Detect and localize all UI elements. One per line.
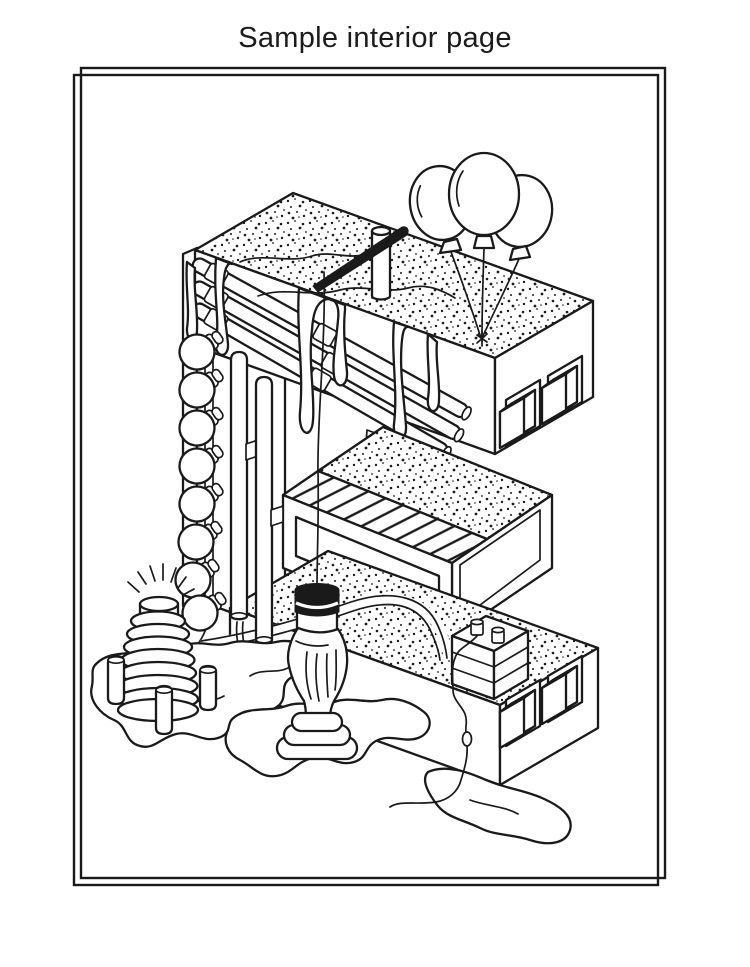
shine-rays [127,563,195,596]
balloon-knot [508,244,532,262]
tube-clip [270,505,284,527]
battery-wire-end [389,745,469,808]
battery-wire [451,635,478,733]
battery [450,614,530,747]
pedestal [275,711,359,761]
fist [286,626,349,720]
hand-with-socket [286,583,349,720]
page-border-frame [72,66,667,887]
string-tie [476,331,488,347]
peg [106,654,126,706]
battery-terminal [491,626,505,644]
wire-bead [461,731,473,747]
test-tubes [229,350,284,679]
thread [316,271,326,590]
peg [198,664,218,712]
coil-spring [106,563,218,736]
needle-icon [312,226,409,293]
page-title: Sample interior page [238,22,512,54]
balloon-knot [472,234,496,250]
black-cap [294,589,340,617]
battery-terminal [470,618,484,636]
peg [154,684,174,736]
light-bulb-string [174,330,227,632]
letter-e-structure [90,151,600,845]
balloon-knot [438,237,463,255]
balloons [408,151,554,347]
